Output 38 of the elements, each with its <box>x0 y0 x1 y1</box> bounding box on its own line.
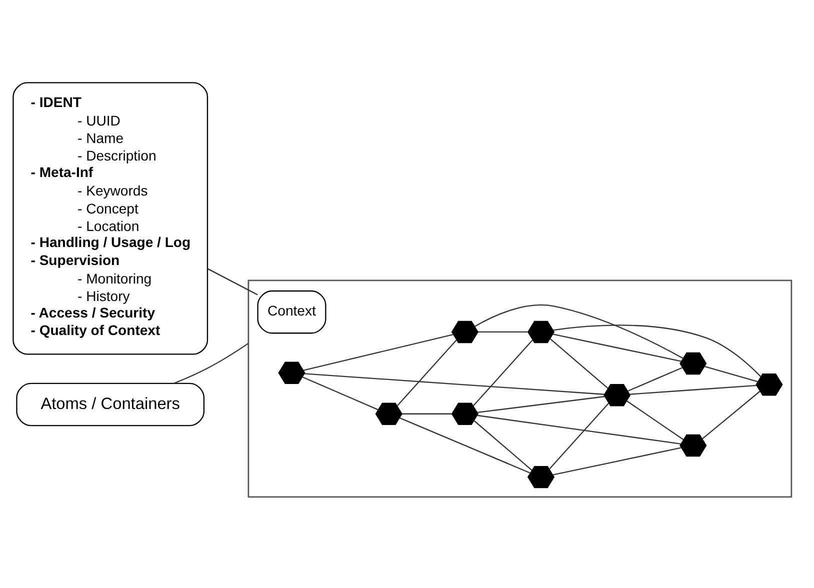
connector <box>474 420 532 470</box>
connector <box>552 324 762 377</box>
connector <box>629 384 757 394</box>
node-box: - IDENT - UUID - Name - Description - Meta-Inf - Keywords - Concept - Location - Handling / Usage / Log - Supervision - Monitoring - History - Access / Security - Quality of Context <box>12 82 208 354</box>
connector <box>477 395 605 413</box>
node-hexagon <box>680 434 707 456</box>
node-hexagon <box>527 320 555 343</box>
connector <box>478 330 528 332</box>
node-hexagon <box>375 402 402 424</box>
connector <box>302 376 379 410</box>
node-box: Context <box>257 290 326 334</box>
node-hexagon <box>680 352 707 374</box>
connector <box>396 339 457 406</box>
connector <box>174 342 249 384</box>
connector <box>627 366 683 392</box>
cluster <box>248 279 792 498</box>
connector <box>704 365 758 382</box>
node-hexagon <box>604 384 631 406</box>
connector <box>474 304 684 359</box>
connector <box>476 414 682 444</box>
node-hexagon <box>451 320 478 343</box>
connector <box>304 372 605 394</box>
node-box: Atoms / Containers <box>16 382 205 426</box>
connector <box>702 390 760 439</box>
node-hexagon <box>527 465 555 488</box>
node-hexagon <box>756 373 783 396</box>
connector <box>548 402 609 470</box>
connector <box>399 416 531 474</box>
connector <box>472 339 533 406</box>
connector <box>303 333 454 370</box>
connector <box>552 333 682 362</box>
connector <box>552 446 682 475</box>
node-hexagon <box>451 402 478 424</box>
node-hexagon <box>278 361 306 384</box>
connector <box>550 338 608 388</box>
connector <box>208 268 258 295</box>
connector <box>402 412 452 414</box>
connector <box>626 400 684 440</box>
